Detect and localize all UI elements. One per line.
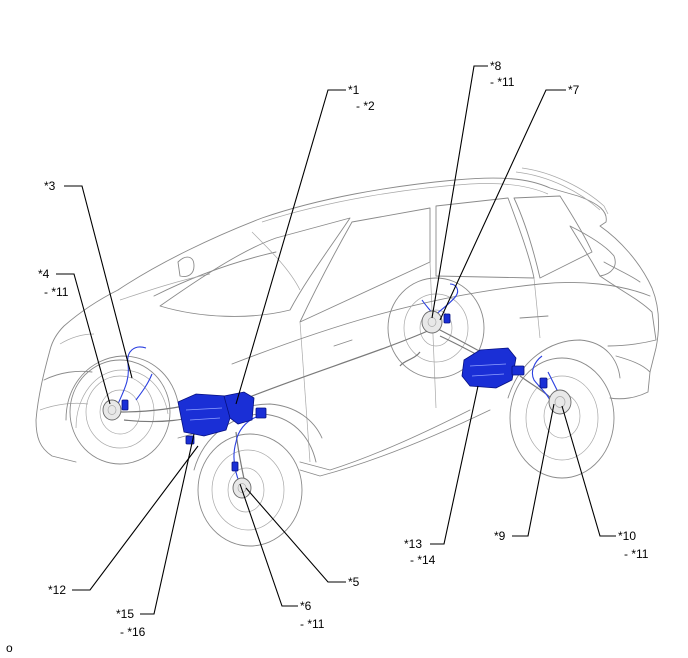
callout-15-range: - *16	[120, 625, 146, 639]
callout-7: *7	[568, 83, 580, 97]
callout-15: *15	[116, 607, 134, 621]
callout-6-range: - *11	[300, 617, 325, 631]
callout-13: *13	[404, 537, 422, 551]
callout-8: *8	[490, 59, 502, 73]
rear-differential-actuator	[461, 347, 525, 389]
brake-actuator-assembly	[177, 391, 267, 445]
callout-13-range: - *14	[410, 553, 436, 567]
wheel-hubs	[102, 310, 572, 499]
callout-9: *9	[494, 529, 506, 543]
corner-mark: o	[6, 641, 13, 655]
rear-left-speed-sensor	[421, 310, 451, 334]
callout-2: - *2	[356, 99, 375, 113]
front-left-speed-sensor	[102, 399, 129, 421]
callout-5: *5	[348, 575, 360, 589]
callout-10-range: - *11	[624, 547, 649, 561]
callout-12: *12	[48, 583, 66, 597]
callout-8-range: - *11	[490, 75, 515, 89]
wheels	[69, 277, 615, 547]
callout-1: *1	[348, 83, 360, 97]
callout-3: *3	[44, 179, 56, 193]
front-right-speed-sensor	[231, 461, 252, 499]
callout-leaders	[56, 65, 616, 615]
callout-4-range: - *11	[44, 285, 69, 299]
rear-right-speed-sensor	[539, 377, 572, 415]
callout-6: *6	[300, 599, 312, 613]
callout-10: *10	[618, 529, 636, 543]
vehicle-body-outline	[35, 167, 660, 477]
callout-labels: *1 - *2 *3 *4 - *11 *5 *6 - *11 *7 *8 - …	[6, 59, 649, 655]
callout-4: *4	[38, 267, 50, 281]
